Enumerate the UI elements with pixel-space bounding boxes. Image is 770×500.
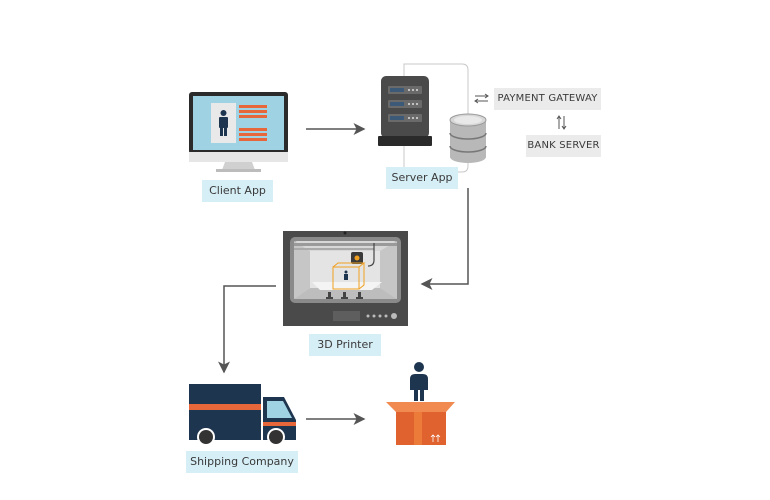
server-app-label: Server App (386, 167, 458, 189)
printer-label: 3D Printer (309, 334, 381, 356)
client-app-label: Client App (202, 180, 273, 202)
bank-server-label: BANK SERVER (526, 135, 601, 157)
truck-icon (189, 384, 296, 446)
shipping-company-label: Shipping Company (186, 451, 298, 473)
payment-gateway-label: PAYMENT GATEWAY (494, 88, 601, 110)
server-icon (378, 76, 432, 146)
arrow-server-to-printer (420, 188, 469, 290)
customer-package-icon (386, 362, 455, 445)
exchange-arrows-icon (474, 93, 489, 104)
printer-icon (283, 231, 408, 326)
database-icon (449, 113, 487, 163)
monitor-icon (189, 92, 288, 172)
connector-line (403, 63, 469, 173)
arrow-printer-to-shipping (218, 285, 276, 374)
vertical-exchange-icon (556, 115, 567, 130)
